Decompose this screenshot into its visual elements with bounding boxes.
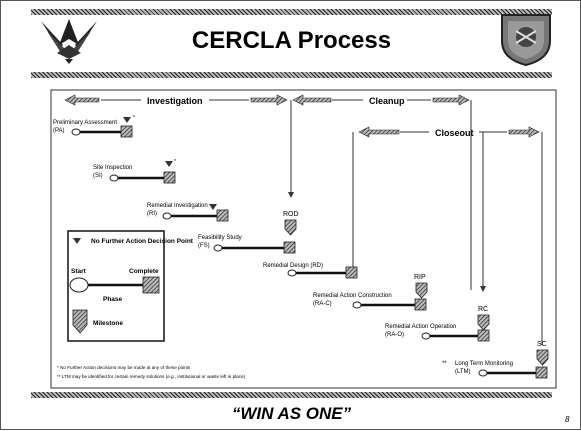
- decision-triangle-icon: [123, 117, 131, 123]
- phase-si-abbr: (SI): [93, 173, 103, 179]
- banner-investigation-label: Investigation: [147, 96, 203, 106]
- complete-square-icon: [283, 241, 296, 254]
- bottom-hatched-band: [31, 392, 552, 398]
- phase-ltm-abbr: (LTM): [455, 369, 471, 375]
- legend-complete: Complete: [129, 268, 159, 275]
- start-oval-icon: [69, 277, 89, 293]
- phase-rd: Remedial Design (RD): [263, 263, 358, 279]
- start-oval-icon: [213, 244, 223, 252]
- legend-phase: Phase: [103, 296, 123, 303]
- slide-footer: “WIN AS ONE”: [231, 404, 352, 423]
- milestone-rod-label: ROD: [283, 211, 299, 218]
- phase-fs-abbr: (FS): [198, 243, 210, 249]
- title-divider-band: [31, 72, 552, 78]
- banner-investigation: Investigation: [64, 94, 288, 106]
- milestone-rc-label: RC: [478, 306, 488, 313]
- phase-ri: Remedial Investigation (RI): [147, 203, 229, 222]
- arrow-right-icon: [432, 94, 470, 106]
- complete-square-icon: [142, 276, 160, 294]
- arrow-right-icon: [508, 126, 540, 138]
- phase-fs: Feasibility Study (FS): [198, 235, 296, 254]
- complete-square-icon: [535, 366, 548, 379]
- milestone-rc: RC: [477, 306, 490, 331]
- phase-rd-label: Remedial Design (RD): [263, 263, 323, 269]
- decision-triangle-icon: [165, 161, 173, 167]
- milestone-sc: SC: [536, 341, 549, 366]
- phase-si-note: *: [174, 159, 176, 165]
- complete-square-icon: [216, 209, 229, 222]
- milestone-rip: RIP: [414, 274, 428, 299]
- start-oval-icon: [109, 174, 119, 182]
- phase-ri-abbr: (RI): [147, 211, 157, 217]
- banner-closeout: Closeout: [358, 126, 540, 138]
- footnote-2: ** LTM may be identified for certain rem…: [57, 374, 246, 379]
- complete-square-icon: [163, 171, 176, 184]
- phase-si-label: Site Inspection: [93, 165, 132, 171]
- air-force-wings-logo: [41, 19, 97, 64]
- banner-closeout-label: Closeout: [435, 128, 474, 138]
- start-oval-icon: [478, 369, 488, 377]
- slide-title: CERCLA Process: [191, 27, 392, 54]
- complete-square-icon: [414, 298, 427, 311]
- milestone-rod: ROD: [283, 211, 299, 236]
- start-oval-icon: [421, 332, 431, 340]
- milestone-icon: [72, 309, 88, 334]
- phase-ltm: ** Long Term Monitoring (LTM): [442, 361, 548, 379]
- connector-lines: [288, 100, 543, 345]
- decision-triangle-icon: [73, 238, 81, 244]
- legend-milestone: Milestone: [93, 320, 123, 327]
- legend-decision-point: No Further Action Decision Point: [91, 238, 194, 245]
- start-oval-icon: [162, 212, 172, 220]
- phase-pa-note: *: [133, 115, 135, 121]
- complete-square-icon: [477, 329, 490, 342]
- phase-pa-abbr: (PA): [53, 128, 65, 134]
- start-oval-icon: [71, 128, 81, 136]
- phase-pa-label: Preliminary Assessment: [53, 120, 117, 126]
- banner-cleanup: Cleanup: [292, 94, 470, 106]
- phase-rac: Remedial Action Construction (RA-C): [313, 293, 427, 311]
- legend-start: Start: [71, 268, 87, 275]
- phase-pa: Preliminary Assessment (PA) *: [53, 115, 135, 138]
- arrow-left-icon: [64, 94, 100, 106]
- phase-rao-abbr: (RA-O): [385, 332, 404, 338]
- complete-square-icon: [345, 266, 358, 279]
- arrow-right-icon: [250, 94, 288, 106]
- phase-fs-label: Feasibility Study: [198, 235, 242, 241]
- footnote-1: * No Further Action decisions may be mad…: [57, 365, 191, 370]
- milestone-sc-label: SC: [537, 341, 547, 348]
- top-hatched-band: [31, 9, 552, 15]
- legend-box: No Further Action Decision Point Start C…: [67, 230, 194, 342]
- phase-ltm-label: Long Term Monitoring: [455, 361, 513, 367]
- phase-rac-abbr: (RA-C): [313, 301, 332, 307]
- phase-ri-label: Remedial Investigation: [147, 203, 208, 209]
- arrow-left-icon: [358, 126, 400, 138]
- milestone-icon: [477, 314, 490, 331]
- phase-ltm-note: **: [442, 361, 447, 367]
- phase-rao-label: Remedial Action Operation: [385, 324, 456, 330]
- decision-triangle-icon: [209, 204, 217, 210]
- phase-si: Site Inspection (SI) *: [93, 159, 176, 184]
- complete-square-icon: [120, 125, 133, 138]
- banner-cleanup-label: Cleanup: [369, 96, 405, 106]
- phase-rao: Remedial Action Operation (RA-O): [385, 324, 490, 342]
- milestone-icon: [415, 282, 428, 299]
- milestone-rip-label: RIP: [414, 274, 426, 281]
- phase-rac-label: Remedial Action Construction: [313, 293, 392, 299]
- shield-crest-logo: [501, 14, 551, 67]
- arrow-left-icon: [292, 94, 332, 106]
- start-oval-icon: [287, 269, 297, 277]
- milestone-icon: [536, 349, 549, 366]
- page-number: 8: [565, 415, 570, 424]
- start-oval-icon: [352, 301, 362, 309]
- milestone-icon: [284, 219, 297, 236]
